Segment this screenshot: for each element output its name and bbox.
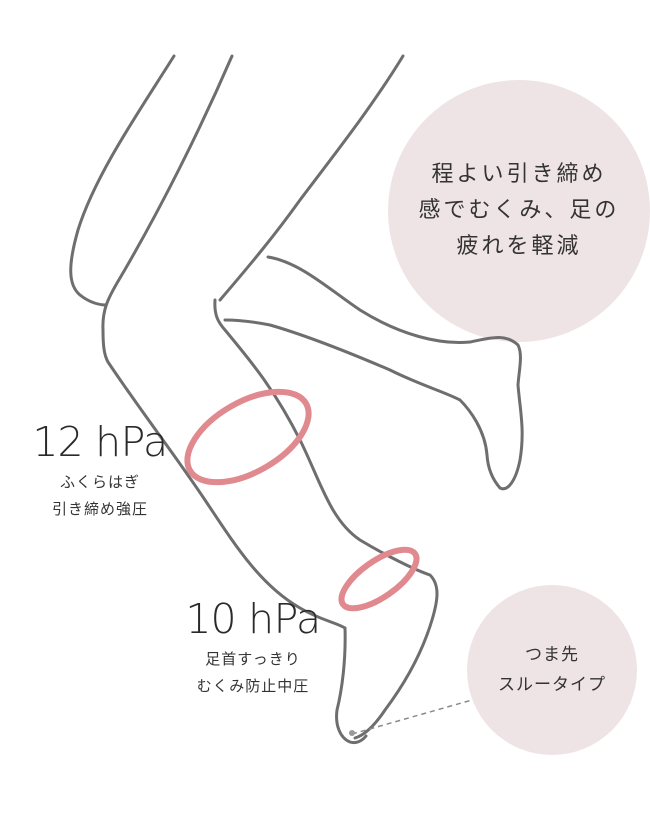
front-leg-inner-outline (101, 54, 347, 630)
benefit-line-2: 感でむくみ、足の (418, 198, 620, 223)
calf-pressure-value: 12 hPa (10, 415, 190, 469)
front-shin-outline (213, 298, 439, 740)
ankle-pressure-callout: 10 hPa 足首すっきり むくみ防止中圧 (168, 592, 338, 700)
toe-type-bubble: つま先 スルータイプ (467, 585, 637, 755)
ankle-desc-line-1: 足首すっきり (205, 650, 301, 668)
calf-desc-line-1: ふくらはぎ (59, 473, 140, 491)
calf-pressure-callout: 12 hPa ふくらはぎ 引き締め強圧 (10, 415, 190, 523)
benefit-line-3: 疲れを軽減 (456, 234, 582, 259)
ankle-compression-ring (338, 546, 420, 612)
calf-pressure-unit: hPa (95, 418, 168, 466)
calf-compression-ring (184, 388, 312, 486)
front-thigh-outline (69, 54, 176, 307)
ankle-pressure-unit: hPa (248, 595, 321, 643)
toe-leader-dot (349, 730, 355, 736)
calf-desc-line-2: 引き締め強圧 (51, 500, 148, 518)
ankle-desc-line-2: むくみ防止中圧 (196, 677, 310, 695)
calf-pressure-number: 12 (32, 418, 83, 466)
benefit-bubble: 程よい引き締め 感でむくみ、足の 疲れを軽減 (388, 80, 650, 342)
back-calf-top-outline (223, 255, 524, 491)
ankle-pressure-number: 10 (185, 595, 236, 643)
toe-type-line-2: スルータイプ (498, 675, 606, 695)
toe-type-line-1: つま先 (525, 645, 579, 665)
ankle-pressure-value: 10 hPa (168, 592, 338, 646)
back-thigh-outline (218, 54, 405, 302)
benefit-line-1: 程よい引き締め (431, 162, 607, 187)
front-foot-outline (335, 626, 368, 745)
toe-leader-line (351, 699, 473, 735)
